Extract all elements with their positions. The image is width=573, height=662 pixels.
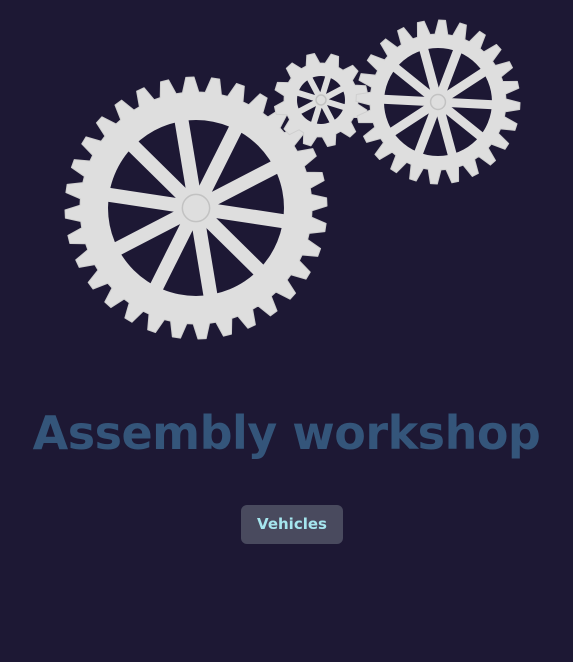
medium-gear-axle [429, 93, 447, 111]
large-gear-hub [174, 186, 218, 230]
small-gear-axle [315, 94, 327, 106]
small-gear-icon [273, 52, 369, 148]
large-gear-icon [64, 76, 328, 340]
page-title: Assembly workshop [32, 406, 541, 460]
vehicles-button[interactable]: Vehicles [241, 505, 343, 544]
medium-gear-hub [426, 90, 450, 114]
large-gear-axle [181, 193, 211, 223]
medium-gear-icon [355, 19, 521, 185]
gears-icon [64, 19, 521, 340]
